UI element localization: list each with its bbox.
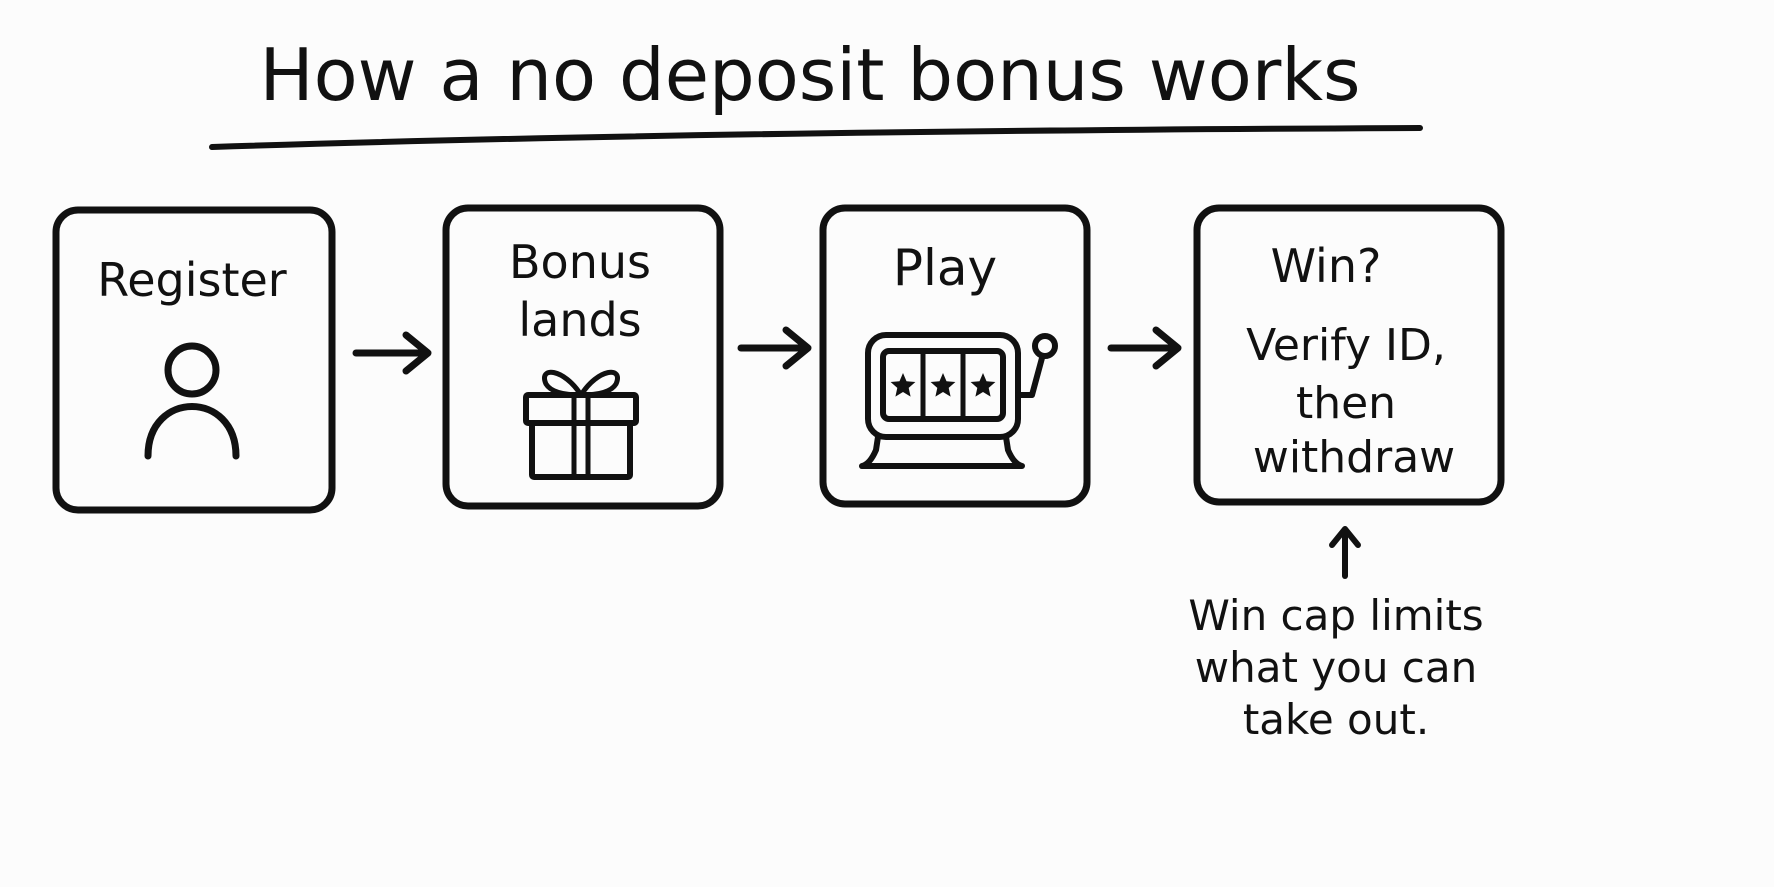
step-win-label-line4: withdraw [1253, 432, 1455, 483]
user-icon [144, 342, 240, 460]
step-register-label: Register [97, 253, 286, 307]
note-line-3: take out. [1243, 695, 1429, 744]
diagram-title: How a no deposit bonus works [259, 33, 1360, 117]
step-box-bonus-lands [442, 204, 724, 510]
arrow-right-icon [1107, 326, 1182, 370]
arrow-right-icon [352, 331, 432, 375]
step-box-play [819, 204, 1091, 508]
slot-star-icon [890, 373, 916, 397]
step-bonus-label-line1: Bonus [509, 235, 651, 289]
step-win-label-line2: Verify ID, [1246, 320, 1446, 371]
step-win-label-line1: Win? [1271, 239, 1382, 293]
note-line-2: what you can [1195, 643, 1478, 692]
step-box-register [52, 206, 336, 514]
step-bonus-label-line2: lands [518, 293, 641, 347]
gift-icon [523, 369, 639, 480]
note-line-1: Win cap limits [1188, 591, 1483, 640]
slot-star-icon [970, 373, 996, 397]
slot-machine-icon [859, 332, 1058, 469]
arrow-up-icon [1329, 526, 1361, 579]
step-win-label-line3: then [1296, 378, 1396, 429]
slot-star-icon [930, 373, 956, 397]
arrow-right-icon [737, 326, 812, 370]
title-underline [209, 125, 1423, 150]
step-box-win [1193, 204, 1505, 506]
step-play-label: Play [893, 239, 997, 297]
